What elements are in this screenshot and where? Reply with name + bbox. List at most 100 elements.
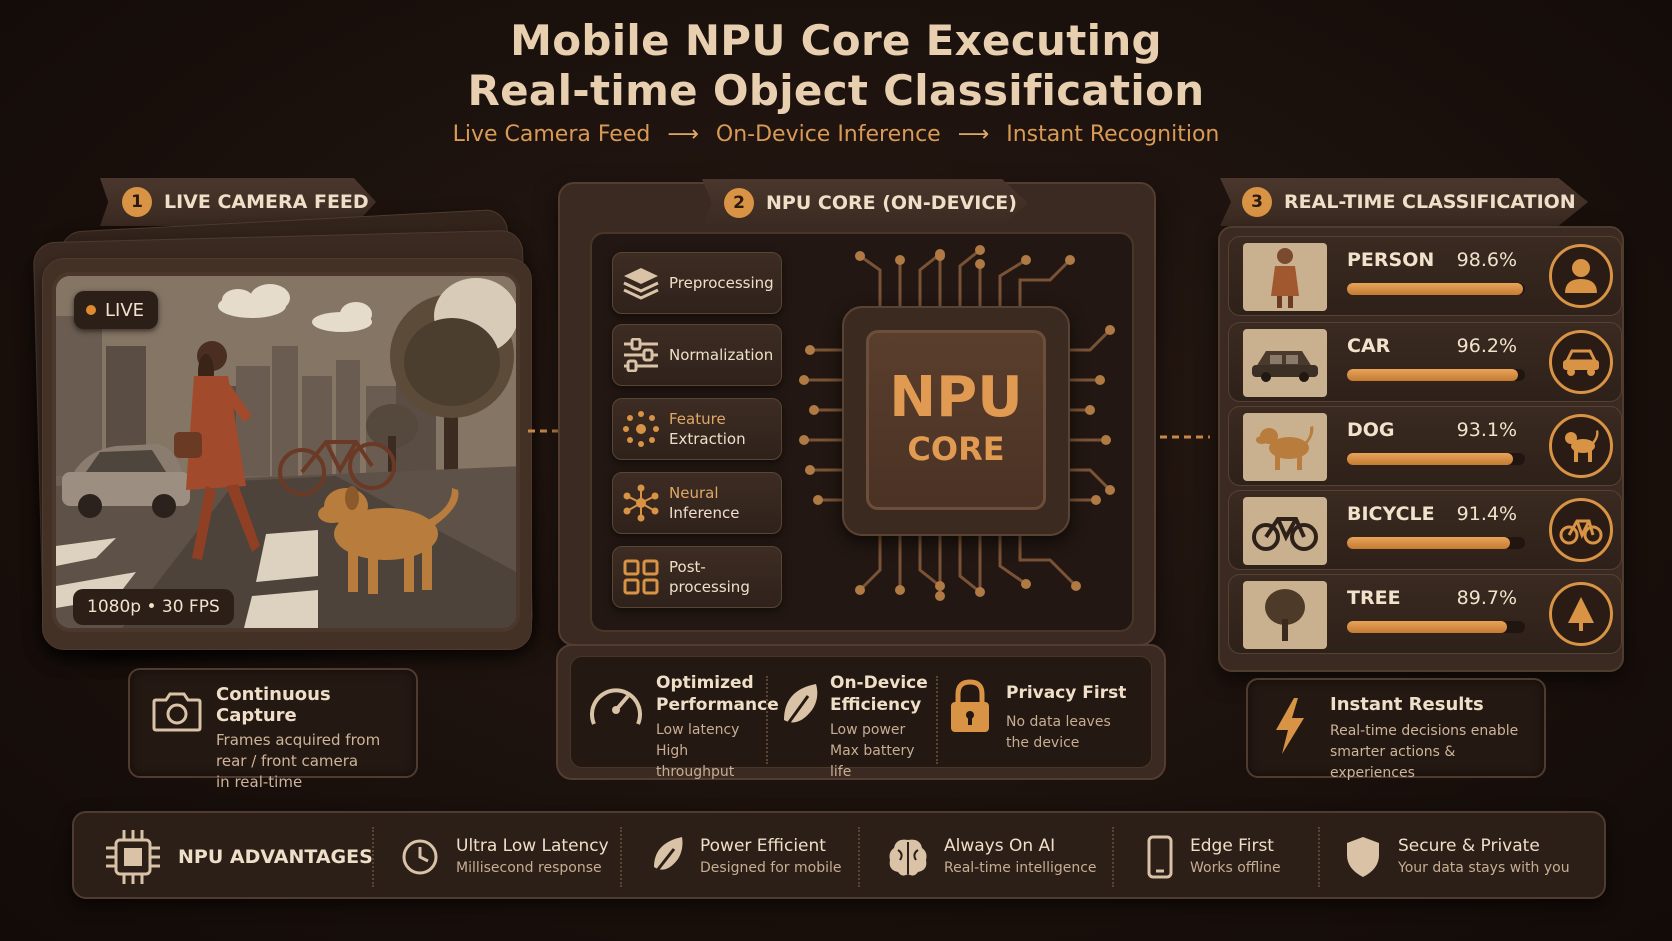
npu-chip: NPU CORE: [866, 330, 1046, 510]
npu-features-inner: [570, 656, 1152, 768]
advantage-secure-private: Secure & Private Your data stays with yo…: [1344, 813, 1570, 901]
leaf-icon: [650, 837, 683, 878]
step-number: 2: [724, 188, 754, 218]
grid-icon: [613, 558, 669, 596]
advantages-divider: [1318, 827, 1320, 887]
advantage-title: Edge First: [1190, 836, 1274, 856]
advantage-ultra-low-latency: Ultra Low Latency Millisecond response: [400, 813, 609, 901]
lock-icon: [951, 679, 989, 732]
advantage-power-efficient: Power Efficient Designed for mobile: [650, 813, 841, 901]
feature-title: Privacy First: [1006, 683, 1127, 703]
person-icon: [1549, 244, 1613, 308]
step-label-line-1: Neural: [669, 484, 719, 502]
chip-icon: [106, 830, 160, 884]
confidence-bar: [1347, 369, 1525, 381]
live-indicator-dot: [86, 305, 96, 315]
resolution-badge: 1080p • 30 FPS: [73, 589, 234, 625]
feature-divider: [766, 676, 768, 764]
tree-icon: [1549, 582, 1613, 646]
chip-label-core: CORE: [907, 430, 1005, 468]
advantage-text: Real-time intelligence: [944, 860, 1097, 876]
section-title: REAL-TIME CLASSIFICATION: [1284, 191, 1576, 213]
advantages-title: NPU ADVANTAGES: [178, 846, 373, 868]
pipeline-step-normalization: Normalization: [612, 324, 782, 386]
sliders-icon: [613, 338, 669, 372]
advantages-divider: [858, 827, 860, 887]
capture-line-1: Frames acquired from: [216, 731, 381, 749]
flow-subtitle: Live Camera Feed ⟶ On-Device Inference ⟶…: [0, 122, 1672, 147]
instant-results-box: Instant Results Real-time decisions enab…: [1246, 678, 1546, 781]
step-label-line-1: Feature: [669, 410, 726, 428]
feature-text-line-1: Low power: [830, 722, 906, 738]
resolution-label: 1080p • 30 FPS: [87, 597, 220, 617]
dog-thumbnail: [1243, 413, 1327, 481]
flow-arrow-1: ⟶: [667, 122, 699, 147]
page-title: Mobile NPU Core Executing Real-time Obje…: [0, 16, 1672, 116]
feature-title-line-1: Optimized: [656, 673, 754, 693]
class-label: CAR: [1347, 335, 1391, 357]
network-icon: [613, 484, 669, 522]
classification-row-car: CAR 96.2%: [1228, 322, 1622, 402]
class-percent: 98.6%: [1456, 249, 1517, 271]
confidence-bar-fill: [1347, 453, 1513, 465]
results-line-2: smarter actions & experiences: [1330, 744, 1456, 781]
leaf-icon: [780, 684, 818, 733]
bicycle-thumbnail: [1243, 497, 1327, 565]
advantage-text: Designed for mobile: [700, 860, 842, 876]
continuous-capture-box: Continuous Capture Frames acquired from …: [128, 668, 418, 791]
confidence-bar-fill: [1347, 283, 1523, 295]
person-thumbnail: [1243, 243, 1327, 311]
chip-label-npu: NPU: [889, 365, 1023, 430]
brain-icon: [889, 839, 927, 876]
feature-text-line-2: Max battery life: [830, 743, 915, 780]
confidence-bar: [1347, 537, 1525, 549]
advantage-text: Millisecond response: [456, 860, 602, 876]
bicycle-icon: [1549, 498, 1613, 562]
pipeline-step-post-processing: Post-processing: [612, 546, 782, 608]
step-label: Preprocessing: [669, 274, 774, 292]
capture-line-2: rear / front camera: [216, 752, 359, 770]
feature-dots-icon: [613, 410, 669, 448]
confidence-bar: [1347, 453, 1525, 465]
phone-icon: [1147, 835, 1173, 879]
advantages-heading: NPU ADVANTAGES: [104, 813, 373, 901]
class-label: BICYCLE: [1347, 503, 1435, 525]
advantages-divider: [372, 827, 374, 887]
results-line-1: Real-time decisions enable: [1330, 723, 1519, 739]
class-label: PERSON: [1347, 249, 1435, 271]
step-label-line-2: Inference: [669, 504, 740, 522]
advantage-title: Ultra Low Latency: [456, 836, 609, 856]
flow-arrow-2: ⟶: [957, 122, 990, 147]
confidence-bar: [1347, 283, 1525, 295]
feature-text-line-2: High throughput: [656, 743, 735, 780]
class-label: TREE: [1347, 587, 1401, 609]
confidence-bar-fill: [1347, 621, 1507, 633]
flow-step-1: Live Camera Feed: [452, 122, 651, 147]
step-label-line-2: Extraction: [669, 430, 746, 448]
advantage-title: Power Efficient: [700, 836, 826, 856]
dog-icon: [1549, 414, 1613, 478]
car-icon: [1549, 330, 1613, 394]
step-number: 3: [1242, 187, 1272, 217]
capture-title: Continuous Capture: [216, 684, 331, 726]
section-tab-camera: 1 LIVE CAMERA FEED: [100, 178, 376, 226]
step-label: Post-processing: [669, 558, 750, 596]
feature-title-line-2: Efficiency: [830, 695, 922, 715]
advantage-edge-first: Edge First Works offline: [1146, 813, 1281, 901]
advantage-text: Your data stays with you: [1398, 860, 1570, 876]
advantage-always-on-ai: Always On AI Real-time intelligence: [886, 813, 1097, 901]
results-title: Instant Results: [1330, 694, 1484, 715]
advantage-title: Always On AI: [944, 836, 1056, 856]
class-percent: 93.1%: [1456, 419, 1517, 441]
class-percent: 96.2%: [1456, 335, 1517, 357]
section-title: LIVE CAMERA FEED: [164, 191, 369, 213]
flow-step-2: On-Device Inference: [715, 122, 941, 147]
classification-row-person: PERSON 98.6%: [1228, 236, 1622, 316]
feature-text-line-2: the device: [1006, 735, 1080, 751]
confidence-bar-fill: [1347, 369, 1519, 381]
camera-icon: [152, 692, 202, 732]
section-tab-npu: 2 NPU CORE (ON-DEVICE): [702, 179, 1028, 227]
step-label: Normalization: [669, 346, 774, 364]
